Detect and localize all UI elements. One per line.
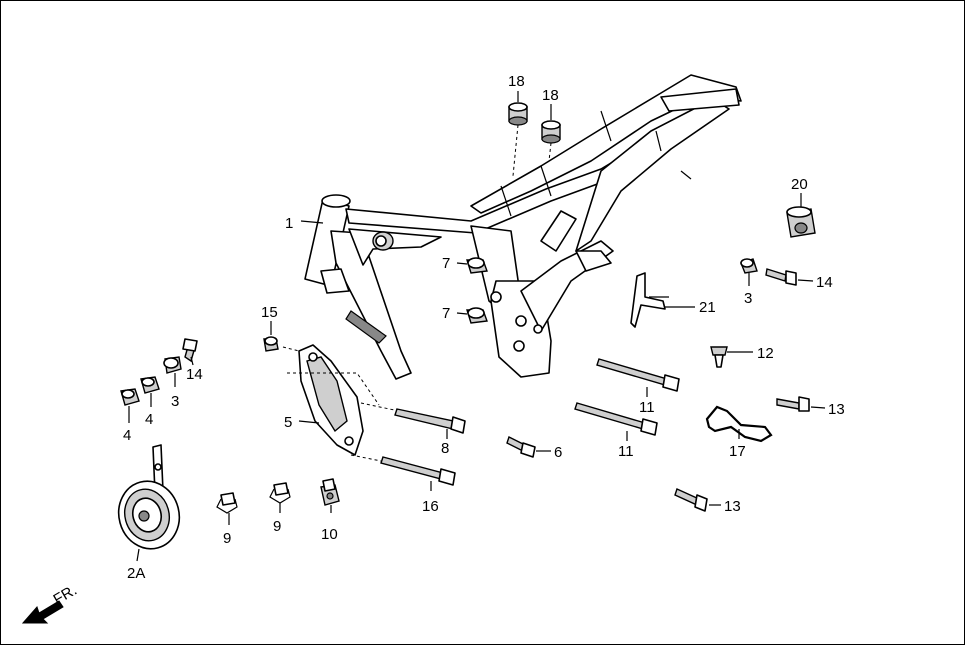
label-9b: 9	[273, 518, 281, 535]
bolt-part-6	[506, 436, 536, 458]
bolt-part-11-upper	[596, 358, 680, 392]
bolt-part-16	[380, 456, 456, 486]
label-21: 21	[699, 299, 716, 316]
bracket-part-21	[630, 272, 669, 328]
collar-part-3-right	[740, 258, 758, 274]
label-15: 15	[261, 304, 278, 321]
bolt-part-8	[394, 408, 466, 434]
plate-part-5	[298, 344, 364, 456]
bushing-part-20	[786, 206, 816, 238]
label-13b: 13	[724, 498, 741, 515]
label-7a: 7	[442, 255, 450, 272]
nut-part-4b	[120, 388, 140, 406]
label-12: 12	[757, 345, 774, 362]
label-18b: 18	[542, 87, 559, 104]
nut-part-4a	[140, 376, 160, 394]
label-9a: 9	[223, 530, 231, 547]
bolt-part-13-upper	[776, 396, 810, 412]
front-direction-arrow-icon	[21, 600, 64, 624]
frame-part-1	[304, 74, 742, 380]
label-5: 5	[284, 414, 292, 431]
label-14a: 14	[186, 366, 203, 383]
nut-part-15	[263, 336, 279, 352]
nut-part-7a	[466, 257, 488, 274]
label-3a: 3	[171, 393, 179, 410]
label-16: 16	[422, 498, 439, 515]
damper-part-18b	[541, 120, 561, 144]
label-17: 17	[729, 443, 746, 460]
clip-part-10	[320, 478, 340, 506]
label-20: 20	[791, 176, 808, 193]
collar-part-3-left	[163, 356, 182, 374]
bolt-part-11-lower	[574, 402, 658, 436]
label-8: 8	[441, 440, 449, 457]
label-1: 1	[285, 215, 293, 232]
clip-part-9b	[269, 482, 291, 504]
bolt-part-14-left	[182, 338, 198, 363]
label-4b: 4	[145, 411, 153, 428]
label-14b: 14	[816, 274, 833, 291]
clip-part-12	[710, 346, 728, 368]
clip-part-9a	[216, 492, 238, 514]
clamp-part-17	[705, 405, 773, 443]
horn-part-2a	[117, 444, 181, 550]
label-6: 6	[554, 444, 562, 461]
bolt-part-14-right	[765, 268, 797, 286]
label-7b: 7	[442, 305, 450, 322]
label-18a: 18	[508, 73, 525, 90]
label-11b: 11	[618, 443, 634, 460]
label-11a: 11	[639, 399, 655, 416]
label-2a: 2A	[127, 565, 145, 582]
label-10: 10	[321, 526, 338, 543]
label-4a: 4	[123, 427, 131, 444]
nut-part-7b	[466, 307, 488, 324]
bolt-part-13-lower	[674, 488, 708, 512]
label-13a: 13	[828, 401, 845, 418]
label-3b: 3	[744, 290, 752, 307]
damper-part-18a	[508, 102, 528, 126]
